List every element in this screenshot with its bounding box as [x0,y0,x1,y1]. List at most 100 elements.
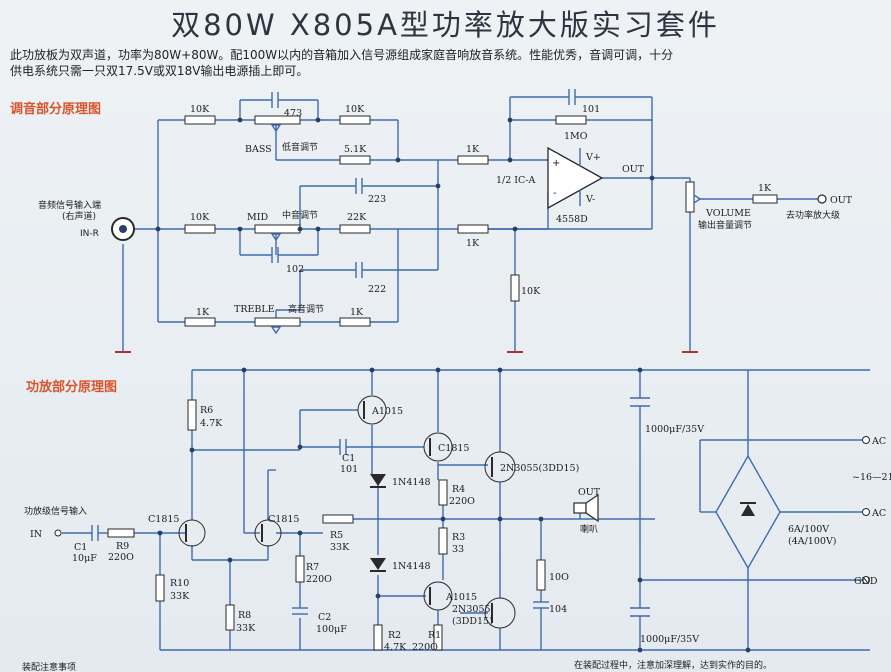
resistor-r9 [107,528,135,538]
svg-text:R5: R5 [330,530,343,541]
svg-text:R4: R4 [452,484,465,495]
treble-potentiometer[interactable] [254,317,301,327]
tone-resistors [184,115,778,327]
svg-text:A1015: A1015 [445,592,477,603]
resistor-r2 [373,624,383,651]
tone-capacitors [271,89,576,278]
svg-text:220O: 220O [449,496,475,507]
resistor-r6 [187,399,197,431]
power-wiring [62,369,870,651]
svg-text:1K: 1K [466,238,480,249]
svg-text:2N3055: 2N3055 [452,604,491,615]
resistor-r4 [438,479,448,506]
svg-text:100μF: 100μF [316,624,347,635]
svg-text:C1: C1 [74,542,87,553]
gnd-terminal-icon[interactable] [862,576,870,584]
out-terminal-icon[interactable] [817,194,827,204]
svg-text:1K: 1K [758,183,772,194]
svg-text:(4A/100V): (4A/100V) [788,536,837,547]
svg-text:10K: 10K [521,286,541,297]
footer-left-text: 装配注意事项 [22,661,76,672]
poster-title: 双80W X805A型功率放大版实习套件 [171,8,720,42]
resistor-r1 [433,624,443,651]
svg-text:223: 223 [368,194,386,205]
svg-text:102: 102 [286,264,304,275]
resistor-r8 [225,604,235,631]
svg-text:IN: IN [30,529,42,540]
input-sublabel: (右声道) [62,210,96,222]
svg-text:33: 33 [452,544,464,555]
svg-text:10K: 10K [190,212,210,223]
resistor-1k-out [752,194,778,204]
intro-line-2: 供电系统只需一只双17.5V或双18V输出电源插上即可。 [10,64,309,78]
input-node-label: IN-R [80,229,99,239]
svg-text:OUT: OUT [622,164,645,175]
bridge-rectifier [715,454,781,570]
transistor-a1015-top [357,395,387,425]
resistor-10k-ground [510,274,520,302]
transistor-c1815-c [423,432,453,462]
ac1-terminal-icon[interactable] [862,436,870,444]
svg-text:4.7K: 4.7K [200,418,223,429]
svg-text:高音调节: 高音调节 [288,303,324,315]
opamp-4558d [547,146,604,210]
svg-text:4.7K: 4.7K [384,642,407,653]
tone-wiring [122,96,818,352]
svg-text:6A/100V: 6A/100V [788,524,829,535]
svg-text:33K: 33K [236,623,256,634]
svg-text:+: + [552,158,560,169]
svg-text:R6: R6 [200,405,213,416]
bass-potentiometer[interactable] [254,115,301,125]
svg-text:-: - [553,188,557,199]
volume-potentiometer[interactable] [685,181,695,213]
svg-text:VOLUME: VOLUME [705,208,751,219]
svg-text:4558D: 4558D [556,214,588,225]
svg-text:OUT: OUT [578,487,601,498]
svg-text:473: 473 [284,108,302,119]
svg-text:2N3055(3DD15): 2N3055(3DD15) [500,463,579,474]
amp-input-terminal-icon[interactable] [54,529,62,537]
resistor-10k-mid [184,224,216,234]
resistor-5-1k [339,155,371,165]
amp-input-label: 功放级信号输入 [24,505,87,517]
resistor-10o [536,559,546,591]
svg-text:1K: 1K [350,307,364,318]
svg-text:104: 104 [549,604,567,615]
resistor-r10 [155,574,165,602]
svg-text:1K: 1K [196,307,210,318]
svg-text:10K: 10K [345,104,365,115]
mid-potentiometer[interactable] [254,224,301,234]
transistor-2n3055-top [484,451,516,483]
resistor-1k-feedback [457,224,489,234]
svg-text:AC: AC [871,508,886,519]
resistor-r5 [322,514,354,524]
svg-text:OUT: OUT [830,195,853,206]
footer-right-text: 在装配过程中，注意加深理解，达到实作的目的。 [574,659,772,671]
resistor-10k-bass-left [184,115,216,125]
svg-text:10O: 10O [549,572,569,583]
svg-text:1K: 1K [466,144,480,155]
ac2-terminal-icon[interactable] [862,508,870,516]
svg-text:5.1K: 5.1K [344,144,367,155]
svg-text:1N4148: 1N4148 [392,561,431,572]
svg-text:TREBLE: TREBLE [234,304,275,315]
svg-text:C1815: C1815 [148,514,179,525]
resistor-r7 [295,555,305,583]
tone-labels: 音频信号输入端 (右声道) IN-R 10K 473 10K BASS 低音调节… [38,104,853,318]
resistor-r3 [438,527,448,555]
svg-text:低音调节: 低音调节 [282,141,318,153]
svg-text:1/2 IC-A: 1/2 IC-A [496,175,536,186]
svg-text:101: 101 [582,104,600,115]
svg-text:~16—21V: ~16—21V [852,472,891,483]
svg-text:MID: MID [247,212,268,223]
transistors [178,395,516,629]
diodes [370,474,386,572]
svg-text:10μF: 10μF [72,553,97,564]
svg-text:220O: 220O [108,552,134,563]
svg-text:R7: R7 [306,562,319,573]
input-label: 音频信号输入端 [38,199,101,211]
svg-text:R2: R2 [388,630,401,641]
svg-text:去功率放大级: 去功率放大级 [786,209,840,221]
